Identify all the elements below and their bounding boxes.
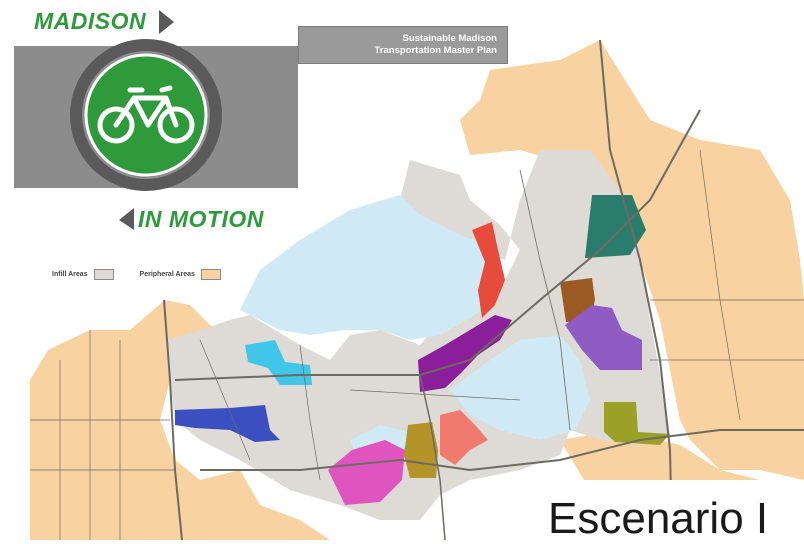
plan-title-banner: Sustainable Madison Transportation Maste… [298,26,508,64]
legend-infill-label: Infill Areas [52,270,88,278]
scenario-caption-box: Escenario I [518,480,804,544]
logo-top-word: MADISON [34,8,147,34]
district-south-gold [404,422,438,478]
lake-mendota [240,195,500,340]
district-east-lavender [565,305,642,370]
district-west-cyan [245,340,312,385]
legend-peripheral-swatch [200,268,221,280]
map-legend: Infill Areas Peripheral Areas [52,267,221,281]
madison-in-motion-logo: MADISON IN MOTION [14,0,298,232]
district-south-magenta [328,440,405,505]
district-northeast-teal [585,195,646,258]
peripheral-area-west [30,300,330,540]
scenario-caption: Escenario I [548,494,769,543]
plan-title-line1: Sustainable Madison [402,33,498,44]
district-southeast-olive [604,402,670,445]
plan-title-line2: Transportation Master Plan [374,45,497,56]
bicycle-icon [97,85,195,144]
logo-bottom-word: IN MOTION [138,206,264,232]
district-north-red [472,222,505,318]
legend-peripheral-label: Peripheral Areas [139,270,195,278]
legend-infill-swatch [93,268,114,280]
lake-monona [450,335,590,440]
district-south-coral [440,410,488,465]
district-west-blue [175,405,280,442]
logo-circle-arrows [70,10,222,230]
district-isthmus-purple [418,315,512,392]
road-network [30,39,804,541]
